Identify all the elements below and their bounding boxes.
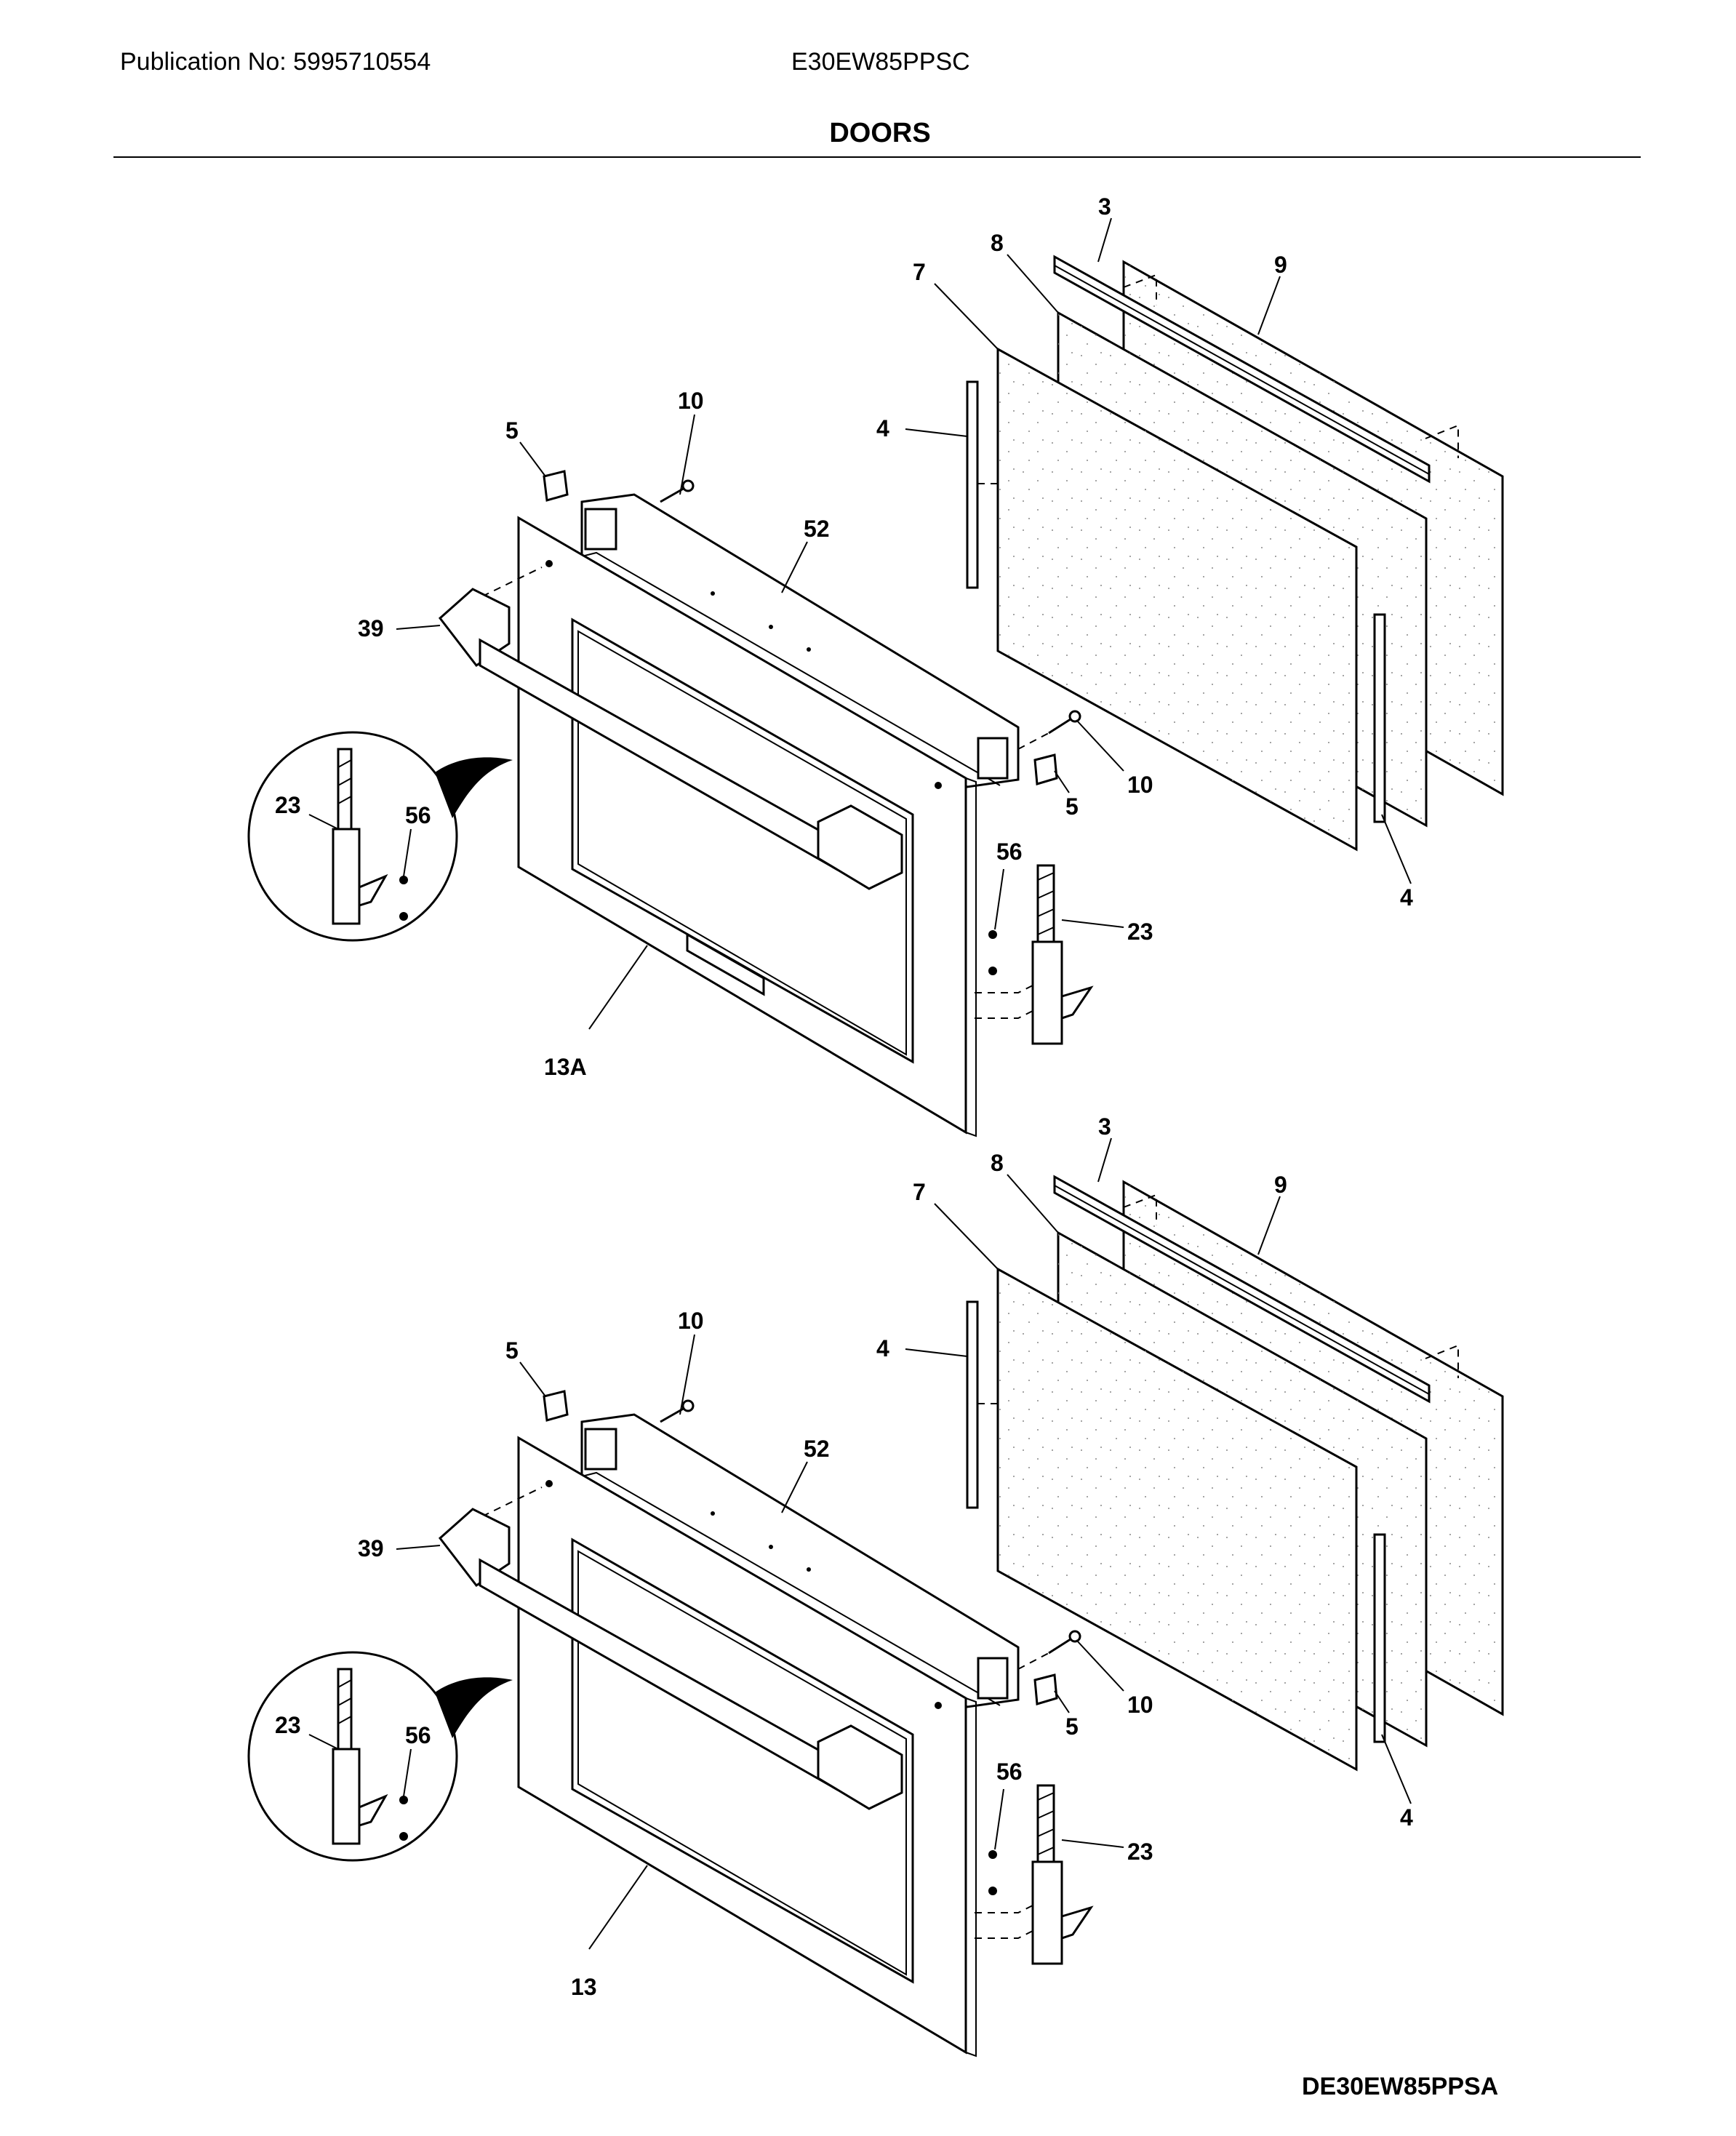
hinge-23 — [975, 1784, 1094, 1965]
upper-leader-lines — [308, 217, 1412, 1030]
label-4-left: 4 — [876, 1335, 889, 1361]
label-52: 52 — [804, 516, 830, 542]
label-10-top: 10 — [678, 1308, 704, 1334]
outer-door-13 — [481, 1436, 977, 2057]
page-title: DOORS — [829, 118, 931, 148]
label-23: 23 — [1127, 919, 1153, 945]
lower-door-assembly: 3 8 9 7 4 4 10 10 5 5 52 39 23 23 56 56 … — [247, 1113, 1504, 2057]
label-56-detail: 56 — [405, 802, 431, 828]
clip-5-top — [543, 1390, 569, 1422]
label-7: 7 — [913, 1179, 926, 1205]
label-13: 13 — [571, 1974, 597, 2000]
label-7: 7 — [913, 259, 926, 285]
label-10-side: 10 — [1127, 772, 1153, 798]
label-5-side: 5 — [1065, 793, 1079, 820]
label-5-top: 5 — [505, 417, 519, 444]
screw-10-top — [660, 1399, 695, 1423]
diagram-code: DE30EW85PPSA — [1302, 2073, 1499, 2100]
label-23: 23 — [1127, 1839, 1153, 1865]
hinge-23 — [975, 864, 1094, 1045]
hinge-detail-magnifier — [247, 731, 513, 942]
label-10-side: 10 — [1127, 1692, 1153, 1718]
side-strip-4-right — [1373, 613, 1386, 823]
door-handle-39 — [438, 1508, 903, 1810]
lower-leader-lines — [308, 1137, 1412, 1950]
label-39: 39 — [358, 1535, 384, 1561]
label-23-detail: 23 — [275, 792, 301, 818]
clip-5-top — [543, 470, 569, 502]
label-10-top: 10 — [678, 388, 704, 414]
model-number: E30EW85PPSC — [791, 48, 970, 76]
label-4-right: 4 — [1400, 1804, 1413, 1831]
door-handle-39 — [438, 588, 903, 890]
clip-5-side — [1033, 753, 1058, 785]
label-4-left: 4 — [876, 415, 889, 441]
label-39: 39 — [358, 615, 384, 641]
label-3: 3 — [1098, 1113, 1111, 1140]
label-56-detail: 56 — [405, 1722, 431, 1748]
label-4-right: 4 — [1400, 884, 1413, 911]
lower-part-labels: 3 8 9 7 4 4 10 10 5 5 52 39 23 23 56 56 … — [275, 1113, 1413, 2000]
screw-10-side — [1017, 1630, 1081, 1670]
label-13a: 13A — [544, 1054, 587, 1080]
label-5-top: 5 — [505, 1337, 519, 1364]
label-5-side: 5 — [1065, 1713, 1079, 1740]
label-9: 9 — [1274, 1172, 1287, 1198]
channel-3 — [1053, 1175, 1431, 1404]
upper-door-assembly — [247, 217, 1504, 1137]
label-52: 52 — [804, 1436, 830, 1462]
side-strip-4-left — [966, 1300, 998, 1509]
screw-10-side — [1017, 710, 1081, 750]
label-56: 56 — [996, 839, 1023, 865]
upper-part-labels: 3 8 9 7 4 4 10 10 5 5 52 39 23 23 56 56 … — [275, 193, 1413, 1080]
label-23-detail: 23 — [275, 1712, 301, 1738]
channel-3 — [1053, 255, 1431, 484]
glass-panel-7 — [996, 1267, 1358, 1772]
top-channel-52 — [580, 493, 1020, 788]
glass-panel-7 — [996, 347, 1358, 852]
label-56: 56 — [996, 1759, 1023, 1785]
label-8: 8 — [991, 1150, 1004, 1176]
label-3: 3 — [1098, 193, 1111, 220]
hinge-detail-magnifier — [247, 1651, 513, 1862]
outer-door-13a — [481, 516, 977, 1137]
clip-5-side — [1033, 1673, 1058, 1705]
side-strip-4-left — [966, 380, 998, 589]
screw-10-top — [660, 479, 695, 503]
side-strip-4-right — [1373, 1533, 1386, 1743]
publication-number: Publication No: 5995710554 — [120, 48, 431, 76]
header-rule — [113, 156, 1641, 158]
label-8: 8 — [991, 230, 1004, 256]
label-9: 9 — [1274, 252, 1287, 278]
